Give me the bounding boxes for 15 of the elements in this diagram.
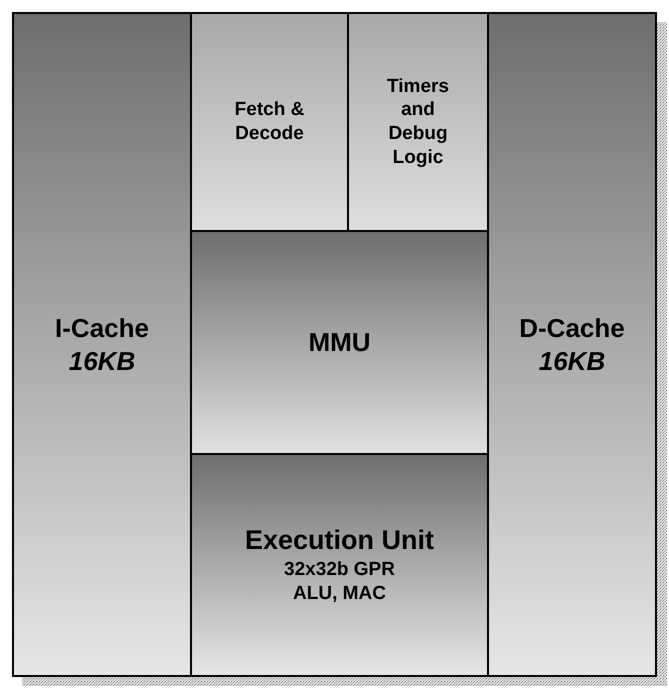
block-detail: 16KB [68, 344, 136, 377]
block-title: Timers and Debug Logic [386, 74, 450, 170]
block-title: Fetch & Decode [234, 98, 306, 146]
cache-block [12, 12, 192, 677]
block-title: I-Cache [54, 312, 150, 344]
block-detail: 16KB [538, 344, 606, 377]
mmu-block [190, 230, 489, 455]
block-title: Execution Unit [244, 524, 435, 558]
block-title: MMU [307, 326, 372, 359]
logic-block [347, 12, 489, 232]
execution-block [190, 453, 489, 677]
pipeline-block [190, 12, 349, 232]
block-detail: 32x32b GPR ALU, MAC [283, 558, 396, 606]
cache-block [487, 12, 657, 677]
block-title: D-Cache [518, 312, 626, 344]
